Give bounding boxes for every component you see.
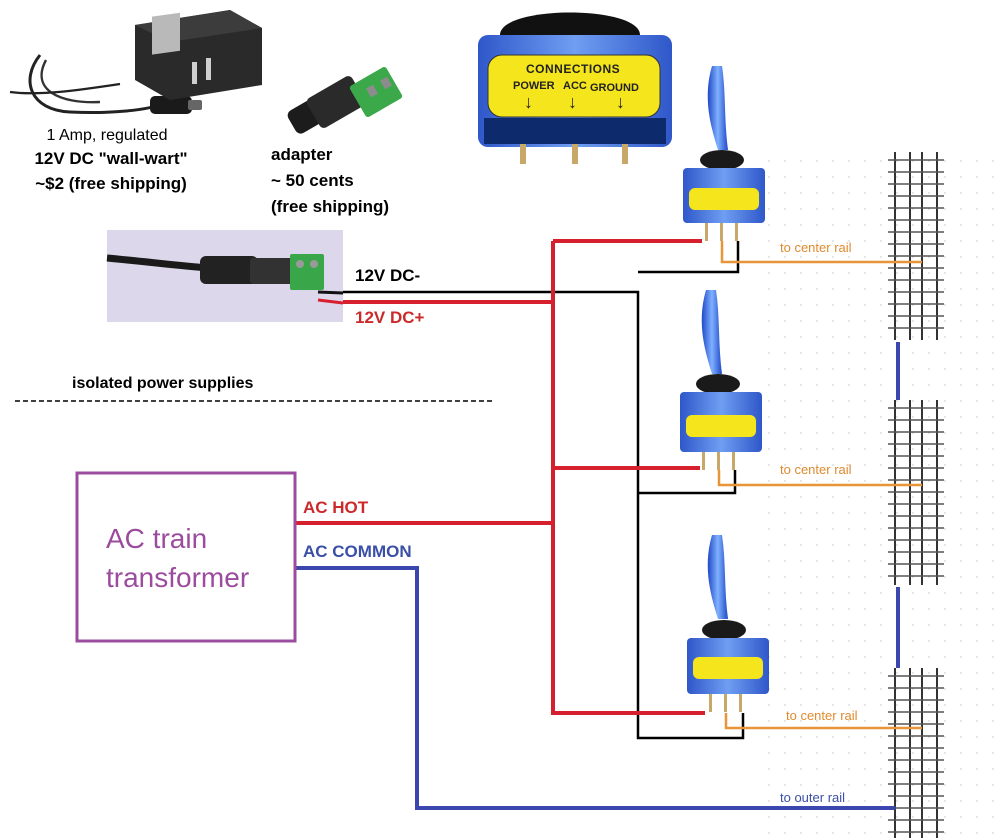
adapter-caption-2: ~ 50 cents [271,171,354,190]
ground-wire [343,241,745,740]
transformer-label-1: AC train [106,523,208,554]
hot-wire [295,239,705,715]
switch-label-power: POWER [513,80,555,92]
track-section-3 [888,668,944,838]
wallwart-caption-2: 12V DC "wall-wart" [34,149,188,168]
arrow-down-icon: ↓ [524,92,533,112]
transformer-label-2: transformer [106,562,250,593]
switch-label-ground: GROUND [590,82,639,94]
dc-minus-label: 12V DC- [355,266,421,285]
toggle-switch-3[interactable] [687,535,769,712]
toggle-switch-2[interactable] [680,290,762,470]
switch-label-title: CONNECTIONS [526,62,621,76]
dc-plus-label: 12V DC+ [355,308,425,327]
accessory-wires [717,241,922,730]
ac-hot-label: AC HOT [303,498,369,517]
wall-wart-photo [9,10,262,115]
dot-grid [760,160,999,838]
center-rail-label-3: to center rail [786,708,858,723]
plugged-adapter-photo [106,230,344,322]
common-wire [295,566,895,810]
isolation-label: isolated power supplies [72,375,254,392]
wallwart-caption-3: ~$2 (free shipping) [35,174,187,193]
adapter-photo [287,67,403,134]
switch-closeup [478,12,672,164]
toggle-switch-1[interactable] [683,66,765,241]
adapter-caption-3: (free shipping) [271,197,390,216]
wallwart-caption-1: 1 Amp, regulated [46,127,168,144]
switch-label-acc: ACC [563,80,587,92]
arrow-down-icon: ↓ [568,92,577,112]
transformer-box [75,471,297,643]
ac-common-label: AC COMMON [303,542,412,561]
center-rail-label-2: to center rail [780,462,852,477]
center-rail-label-1: to center rail [780,240,852,255]
adapter-caption-1: adapter [271,145,333,164]
outer-rail-label: to outer rail [780,790,846,805]
arrow-down-icon: ↓ [616,92,625,112]
track-section-1 [888,152,944,340]
track-section-2 [888,400,944,585]
